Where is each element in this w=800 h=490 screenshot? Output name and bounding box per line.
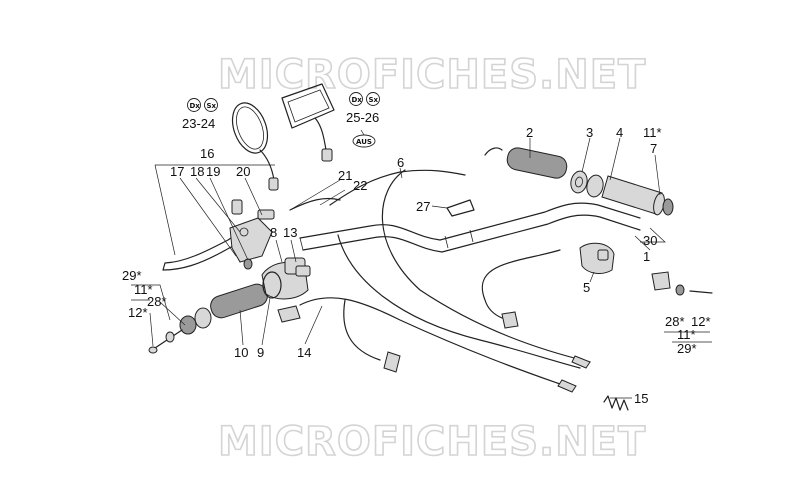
badge-sx-right: Sx [369, 96, 379, 104]
badge-dx-right: Dx [352, 96, 363, 104]
callout-21: 21 [338, 168, 352, 183]
callout-7: 7 [650, 141, 657, 156]
handlebar-icon [299, 202, 641, 253]
right-mirror-icon [281, 83, 335, 162]
callout-13: 13 [283, 225, 297, 240]
bar-end-icon [651, 271, 713, 296]
callout-16: 16 [200, 146, 214, 161]
watermark-bottom: MICROFICHES.NET [218, 419, 646, 465]
callout-28-right: 28* [665, 314, 685, 329]
callout-17: 17 [170, 164, 184, 179]
callout-23-24: 23-24 [182, 116, 215, 131]
callout-27: 27 [416, 199, 430, 214]
callout-25-26: 25-26 [346, 110, 379, 125]
callout-30: 30 [643, 233, 657, 248]
callout-12-left: 12* [128, 305, 148, 320]
callout-15: 15 [634, 391, 648, 406]
callout-numbers: 23-24 25-26 2 3 4 11* 7 16 6 17 18 19 20… [122, 110, 711, 406]
badge-aus: AUS [356, 138, 372, 146]
callout-29-left: 29* [122, 268, 142, 283]
left-mirror-icon [231, 102, 279, 191]
switch-cluster-icon [261, 257, 311, 300]
throttle-grip-icon [484, 147, 674, 216]
callout-14: 14 [297, 345, 311, 360]
badges: Dx Sx Dx Sx AUS [187, 92, 380, 148]
callout-11-right-top: 11* [643, 125, 662, 140]
callout-20: 20 [236, 164, 250, 179]
callout-9: 9 [257, 345, 264, 360]
clutch-lever-icon [162, 199, 275, 271]
callout-4: 4 [616, 125, 623, 140]
clip-icon [446, 199, 475, 217]
callout-6: 6 [397, 155, 404, 170]
callout-3: 3 [586, 125, 593, 140]
watermark-top: MICROFICHES.NET [218, 52, 646, 98]
leader-lines [131, 137, 712, 399]
cable-icon [277, 169, 591, 393]
badge-dx-left: Dx [190, 102, 201, 110]
callout-22: 22 [353, 178, 367, 193]
callout-11-right-bottom: 11* [677, 327, 696, 342]
callout-28-left: 28* [147, 294, 167, 309]
callout-12-right: 12* [691, 314, 711, 329]
callout-8: 8 [270, 225, 277, 240]
callout-5: 5 [583, 280, 590, 295]
callout-10: 10 [234, 345, 248, 360]
callout-29-right: 29* [677, 341, 697, 356]
callout-18: 18 [190, 164, 204, 179]
callout-11-left: 11* [134, 282, 153, 297]
callout-2: 2 [526, 125, 533, 140]
left-grip-icon [148, 283, 268, 354]
right-switch-icon [579, 242, 615, 274]
callout-19: 19 [206, 164, 220, 179]
badge-sx-left: Sx [207, 102, 217, 110]
callout-1: 1 [643, 249, 650, 264]
